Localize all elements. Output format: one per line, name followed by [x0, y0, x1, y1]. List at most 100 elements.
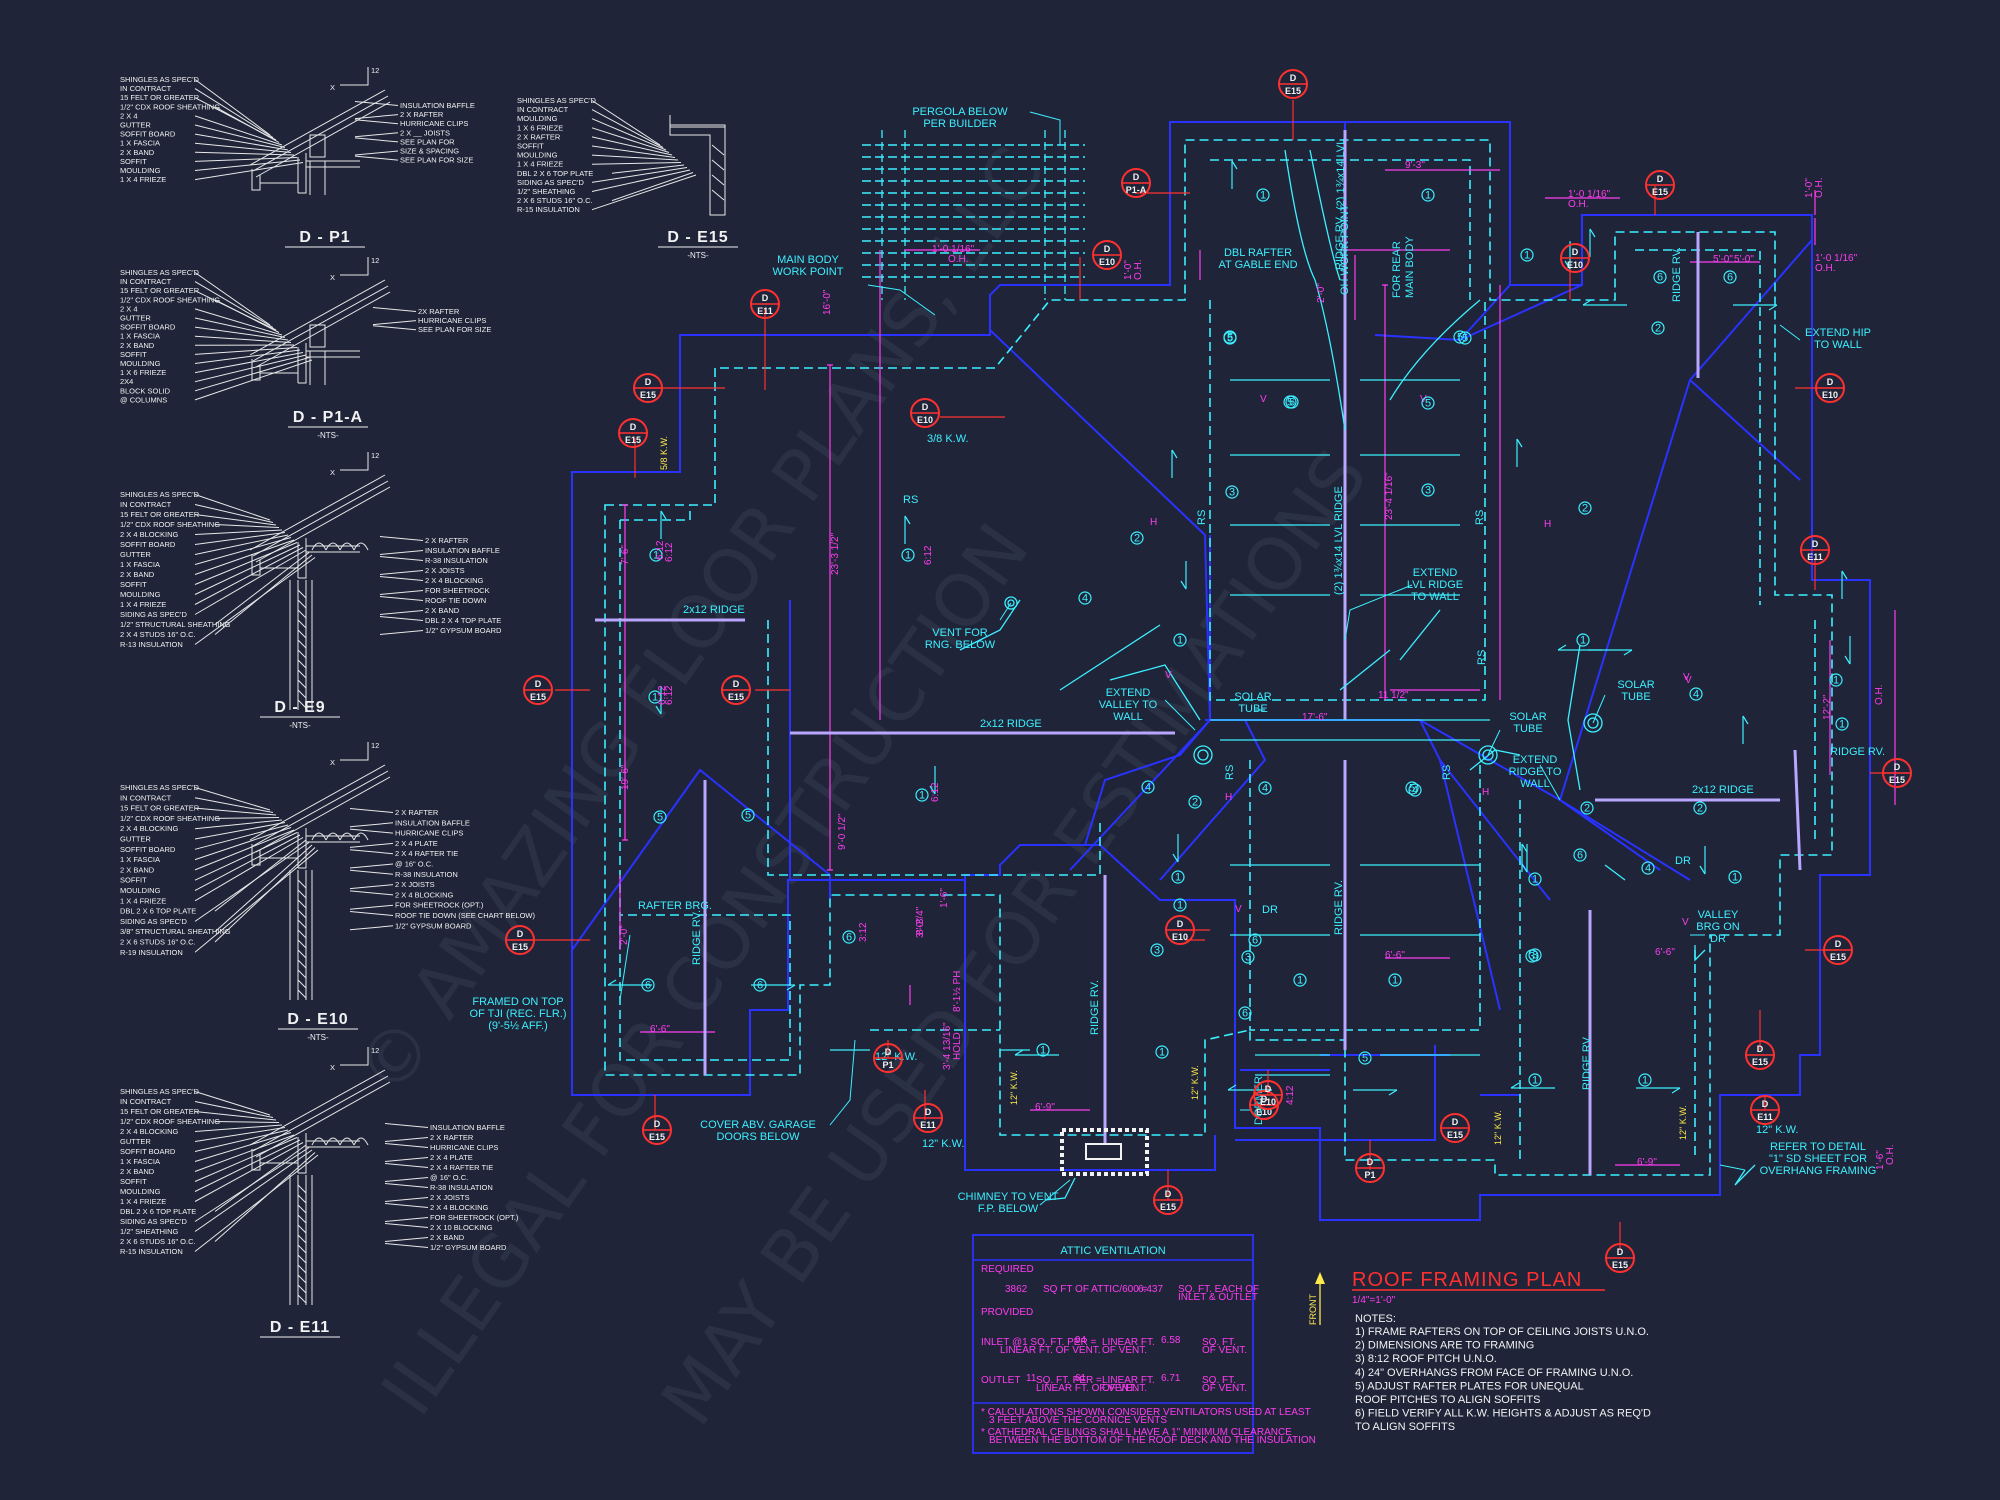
rafter-marker: 3 [1150, 943, 1164, 957]
span-arrow [1516, 438, 1523, 467]
detail-label: 2X4 [120, 377, 133, 386]
detail-tag-ref: P1 [1364, 1170, 1375, 1180]
detail-tag-ref: E15 [649, 1132, 665, 1142]
rafter-marker: 4 [1078, 591, 1092, 605]
detail-label: R-19 INSULATION [120, 948, 183, 957]
dimension-text: O.H. [1874, 684, 1885, 705]
detail-title: D - E10 [287, 1011, 348, 1028]
notes-header: NOTES: [1355, 1313, 1396, 1325]
attic-provided-label: PROVIDED [981, 1307, 1033, 1318]
detail-label: 2 X 4 BLOCKING [425, 576, 484, 585]
detail-tag-letter: D [517, 929, 524, 939]
detail-tag-ref: E10 [1822, 390, 1838, 400]
detail-tag: D E15 [642, 1115, 672, 1145]
dimension-text: 1'-0 1/16" [1815, 253, 1858, 264]
detail-label: 2 X 6 STUDS 16" O.C. [120, 938, 196, 947]
rafter-marker-number: 4 [1412, 785, 1418, 797]
dimension-text: O.H. [948, 254, 969, 265]
detail-label: 1/2" GYPSUM BOARD [425, 626, 502, 635]
detail-label: 2 X 4 RAFTER TIE [395, 849, 458, 858]
plan-note: COVER ABV. GARAGE [700, 1119, 816, 1131]
rafter-marker-number: 5 [1425, 398, 1431, 410]
detail-label: 1 X 4 FRIEZE [120, 600, 166, 609]
detail-tag-letter: D [654, 1119, 661, 1129]
knee-wall-label: 12" K.W. [922, 1138, 964, 1150]
detail-label: HURRICANE CLIPS [400, 119, 468, 128]
rafter-marker-number: 3 [1529, 951, 1535, 963]
span-arrow [655, 686, 662, 715]
dimension-text: 17'-6" [1302, 712, 1328, 723]
ridge-label: FOR REAR [1391, 241, 1403, 298]
detail-title: D - E11 [270, 1319, 330, 1336]
detail-label: SOFFIT [120, 876, 147, 885]
detail-nts: -NTS- [687, 251, 709, 260]
dimension-text: 23'-4 1/16" [1384, 472, 1395, 520]
dimension-text: 5'-0" [1734, 254, 1754, 265]
detail-label: 1 X FASCIA [120, 139, 160, 148]
detail-label: 2 X BAND [425, 606, 460, 615]
detail-tag-letter: D [1290, 73, 1297, 83]
dimension-text: 2'-0" [619, 925, 630, 945]
detail-tag-ref: E11 [1757, 1112, 1773, 1122]
rafter-marker-number: 1 [919, 790, 925, 802]
detail-label: 2 X __ JOISTS [400, 128, 450, 137]
rafter-marker-number: 3 [1229, 487, 1235, 499]
detail-label: 1 X 4 FRIEZE [120, 175, 166, 184]
dimension-text: 1'-6" [1875, 1150, 1886, 1170]
valley-mark: V [1235, 904, 1242, 915]
detail-label: 2 X 4 BLOCKING [120, 1127, 179, 1136]
rafter-marker: 5 [1453, 330, 1467, 344]
span-arrow [1171, 449, 1178, 478]
span-arrow [904, 515, 911, 544]
rafter-marker-number: 2 [1655, 323, 1661, 335]
detail-tag-ref: E15 [1447, 1130, 1463, 1140]
detail-label: 2 X BAND [120, 865, 155, 874]
rafter-marker-number: 5 [1457, 332, 1463, 344]
detail-label: MOULDING [120, 166, 161, 175]
attic-outlet-linear: LINEAR FT. [1102, 1375, 1155, 1386]
rafter-marker-number: 3 [1245, 952, 1251, 964]
rafter-marker-number: 1 [1839, 719, 1845, 731]
detail-label: SOFFIT BOARD [120, 845, 176, 854]
plan-note: SOLAR [1617, 679, 1654, 691]
plan-general-note: 3) 8:12 ROOF PITCH U.N.O. [1355, 1353, 1497, 1365]
rafter-marker-number: 5 [745, 810, 751, 822]
detail-tag-letter: D [1265, 1084, 1272, 1094]
plan-general-note: TO ALIGN SOFFITS [1355, 1421, 1455, 1433]
roof-plan-title: ROOF FRAMING PLAN [1352, 1269, 1582, 1291]
detail-label: 2 X 4 BLOCKING [430, 1203, 489, 1212]
span-arrow [1844, 636, 1851, 665]
detail-label: 1 X FASCIA [120, 560, 160, 569]
pitch-label: 6:12 [923, 545, 934, 565]
span-arrow [1227, 1084, 1272, 1091]
rafter-marker-number: 1 [1642, 1075, 1648, 1087]
rafter-marker-number: 1 [1177, 635, 1183, 647]
dimension-text: 6'-6" [650, 1024, 670, 1035]
rafter-marker-number: 1 [653, 550, 659, 562]
ridge-label: DR [1262, 904, 1278, 916]
plan-general-note: 1) FRAME RAFTERS ON TOP OF CEILING JOIST… [1355, 1326, 1649, 1338]
rafter-marker: 1 [915, 788, 929, 802]
pitch-label: 6:12 [657, 685, 668, 705]
rafter-marker: 6 [1573, 848, 1587, 862]
rafter-marker: 3 [1241, 950, 1255, 964]
rafter-marker-number: 1 [1732, 872, 1738, 884]
detail-tag-letter: D [645, 377, 652, 387]
ridge-label: RS [1441, 765, 1453, 780]
rafter-marker: 1 [1155, 1045, 1169, 1059]
ridge-label: RIDGE RV. [1671, 247, 1683, 302]
detail-tag-ref: E15 [728, 692, 744, 702]
rafter-marker: 1 [1173, 633, 1187, 647]
pitch-rise: 12 [371, 741, 379, 750]
detail-label: 3/8" STRUCTURAL SHEATHING [120, 927, 231, 936]
detail-label: SOFFIT BOARD [120, 323, 176, 332]
rafter-marker: 6 [1723, 270, 1737, 284]
ridge-label: (2) 1¾x14 LVL [1335, 139, 1347, 210]
detail-label: 1/2" GYPSUM BOARD [395, 921, 472, 930]
pitch-x: X [330, 83, 335, 92]
rafter-marker: 5 [1405, 781, 1419, 795]
attic-required-value: 3862 [1005, 1284, 1028, 1295]
